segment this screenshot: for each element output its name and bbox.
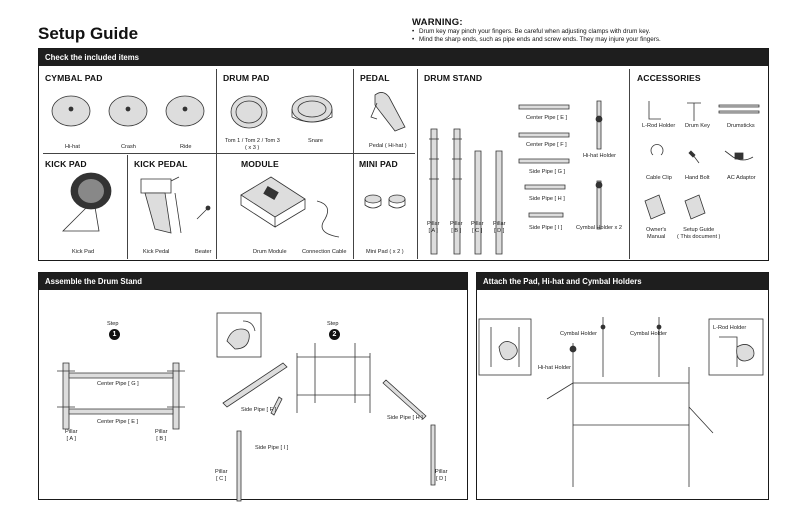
step-2-word: Step (327, 321, 339, 327)
hand-bolt-label: Hand Bolt (685, 175, 710, 181)
module-title: MODULE (241, 159, 279, 169)
side-pipe-g-label: Side Pipe [ G ] (529, 169, 566, 175)
cymbal-pad-icons (51, 95, 205, 127)
tom-label: Tom 1 / Tom 2 / Tom 3 (225, 138, 280, 144)
warning-block: WARNING: •Drum key may pinch your finger… (412, 17, 792, 44)
hihat-holder-label: Hi-hat Holder (538, 365, 571, 371)
accessories-title: ACCESSORIES (637, 73, 701, 83)
divider (43, 153, 415, 154)
pillar-a-label: Pillar[ A ] (427, 221, 440, 234)
drum-stand-title: DRUM STAND (424, 73, 483, 83)
mini-pad-label: Mini Pad ( x 2 ) (366, 249, 404, 255)
hihat-holder-label: Hi-hat Holder (583, 153, 616, 159)
kick-pedal-title: KICK PEDAL (134, 159, 188, 169)
pillar-c-label: Pillar[ C ] (215, 469, 228, 482)
beater-label: Beater (195, 249, 212, 255)
clamp-detail-icon (216, 312, 262, 358)
side-pipe-i-label: Side Pipe [ I ] (255, 445, 289, 451)
drum-key-label: Drum Key (685, 123, 710, 129)
attach-heading: Attach the Pad, Hi-hat and Cymbal Holder… (477, 273, 768, 290)
warning-line-1: •Drum key may pinch your fingers. Be car… (412, 28, 651, 35)
ac-adaptor-label: AC Adaptor (727, 175, 756, 181)
included-items-panel: Check the included items CYMBAL PAD Hi-h… (38, 48, 769, 261)
cymbal-holder-label: Cymbal Holder x 2 (576, 225, 623, 231)
assemble-heading: Assemble the Drum Stand (39, 273, 467, 290)
side-pipe-h-label: Side Pipe [ H ] (387, 415, 423, 421)
setup-guide-label: Setup Guide( This document ) (677, 227, 721, 240)
lrod-holder-label: L-Rod Holder (713, 325, 747, 331)
pedal-label: Pedal ( Hi-hat ) (369, 143, 407, 149)
drumsticks-label: Drumsticks (727, 123, 755, 129)
drum-module-label: Drum Module (253, 249, 287, 255)
drum-pad-title: DRUM PAD (223, 73, 270, 83)
pillar-b-label: Pillar[ B ] (155, 429, 168, 442)
step-1-diagram (57, 362, 185, 430)
warning-heading: WARNING: (412, 17, 463, 28)
tom-qty: ( x 3 ) (245, 145, 260, 151)
pillar-a-label: Pillar[ A ] (65, 429, 78, 442)
step-1-badge: 1 (109, 329, 120, 340)
center-pipe-f-label: Center Pipe [ F ] (526, 142, 567, 148)
side-pipe-i-label: Side Pipe [ I ] (529, 225, 563, 231)
assemble-panel: Assemble the Drum Stand Step 1 Step 2 Ce… (38, 272, 468, 502)
divider (417, 69, 418, 259)
accessories-icons (644, 101, 760, 220)
center-pipe-g-label: Center Pipe [ G ] (97, 381, 139, 387)
hihat-pedal-icon (370, 92, 406, 132)
divider (127, 155, 128, 259)
center-pipe-e-label: Center Pipe [ E ] (97, 419, 139, 425)
attach-frame-diagram (546, 317, 714, 487)
step-2-diagram (222, 343, 436, 502)
pillar-d-label: Pillar[ D ] (435, 469, 448, 482)
side-pipe-h-label: Side Pipe [ H ] (529, 196, 565, 202)
crash-cymbal-label: Crash (121, 144, 136, 150)
module-icons (240, 176, 340, 238)
kick-pad-title: KICK PAD (45, 159, 87, 169)
connection-cable-label: Connection Cable (302, 249, 347, 255)
step-1-word: Step (107, 321, 119, 327)
ride-cymbal-label: Ride (180, 144, 192, 150)
divider (629, 69, 630, 259)
pillar-d-label: Pillar[ D ] (493, 221, 506, 234)
side-pipe-f-label: Side Pipe [ F ] (241, 407, 277, 413)
hihat-cymbal-label: Hi-hat (65, 144, 80, 150)
kick-pad-icon (62, 172, 112, 232)
pillar-b-label: Pillar[ B ] (450, 221, 463, 234)
warning-line-2: •Mind the sharp ends, such as pipe ends … (412, 36, 661, 43)
pedal-title: PEDAL (360, 73, 390, 83)
page-title: Setup Guide (38, 24, 139, 43)
mini-pad-icons (364, 194, 406, 209)
divider (353, 69, 354, 259)
drum-pad-icons (230, 95, 333, 129)
included-items-heading: Check the included items (39, 49, 768, 66)
kick-pedal-label: Kick Pedal (143, 249, 170, 255)
divider (216, 69, 217, 259)
attach-detail-right (708, 318, 764, 376)
step-2-badge: 2 (329, 329, 340, 340)
kick-pedal-icon (140, 176, 211, 234)
cable-clip-label: Cable Clip (646, 175, 672, 181)
pillar-c-label: Pillar[ C ] (471, 221, 484, 234)
cymbal-holder-label-2: Cymbal Holder (630, 331, 667, 337)
cymbal-pad-title: CYMBAL PAD (45, 73, 103, 83)
drum-stand-parts-icons (429, 100, 603, 255)
cymbal-holder-label-1: Cymbal Holder (560, 331, 597, 337)
attach-detail-left (478, 318, 532, 376)
lrod-holder-label: L-Rod Holder (642, 123, 676, 129)
center-pipe-e-label: Center Pipe [ E ] (526, 115, 568, 121)
snare-label: Snare (308, 138, 323, 144)
kick-pad-label: Kick Pad (72, 249, 95, 255)
mini-pad-title: MINI PAD (359, 159, 398, 169)
attach-panel: Attach the Pad, Hi-hat and Cymbal Holder… (476, 272, 769, 500)
